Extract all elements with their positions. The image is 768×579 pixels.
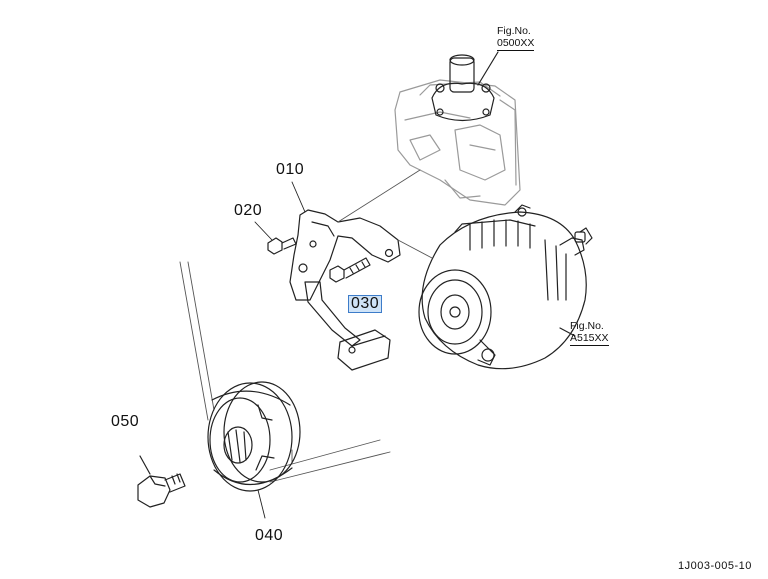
fig-ref-right-label: Fig.No. bbox=[570, 320, 604, 332]
leader-right-fig bbox=[559, 327, 576, 337]
part-label-010[interactable]: 010 bbox=[276, 161, 305, 178]
engine-block-illustration bbox=[394, 79, 521, 206]
part-label-040[interactable]: 040 bbox=[255, 527, 284, 544]
bolt-020-illustration bbox=[267, 237, 297, 255]
fig-ref-right[interactable]: Fig.No. A515XX bbox=[570, 320, 609, 346]
pulley-illustration bbox=[207, 381, 301, 492]
guide-lines bbox=[179, 169, 433, 483]
fig-ref-upper-label: Fig.No. bbox=[497, 25, 531, 37]
part-label-020[interactable]: 020 bbox=[234, 202, 263, 219]
bolt-050-illustration bbox=[137, 455, 186, 508]
water-pump-illustration bbox=[431, 54, 495, 122]
part-label-030[interactable]: 030 bbox=[348, 295, 383, 313]
fig-ref-right-number: A515XX bbox=[570, 332, 609, 346]
alternator-illustration bbox=[418, 204, 593, 370]
fig-ref-upper[interactable]: Fig.No. 0500XX bbox=[497, 25, 535, 51]
fig-ref-upper-number: 0500XX bbox=[497, 37, 535, 51]
bolt-030-illustration bbox=[329, 257, 371, 283]
bracket-illustration bbox=[289, 209, 401, 371]
part-label-050[interactable]: 050 bbox=[111, 413, 140, 430]
diagram-code: 1J003-005-10 bbox=[678, 560, 752, 572]
leader-upper-fig bbox=[477, 51, 499, 86]
label-leaders bbox=[254, 181, 306, 519]
